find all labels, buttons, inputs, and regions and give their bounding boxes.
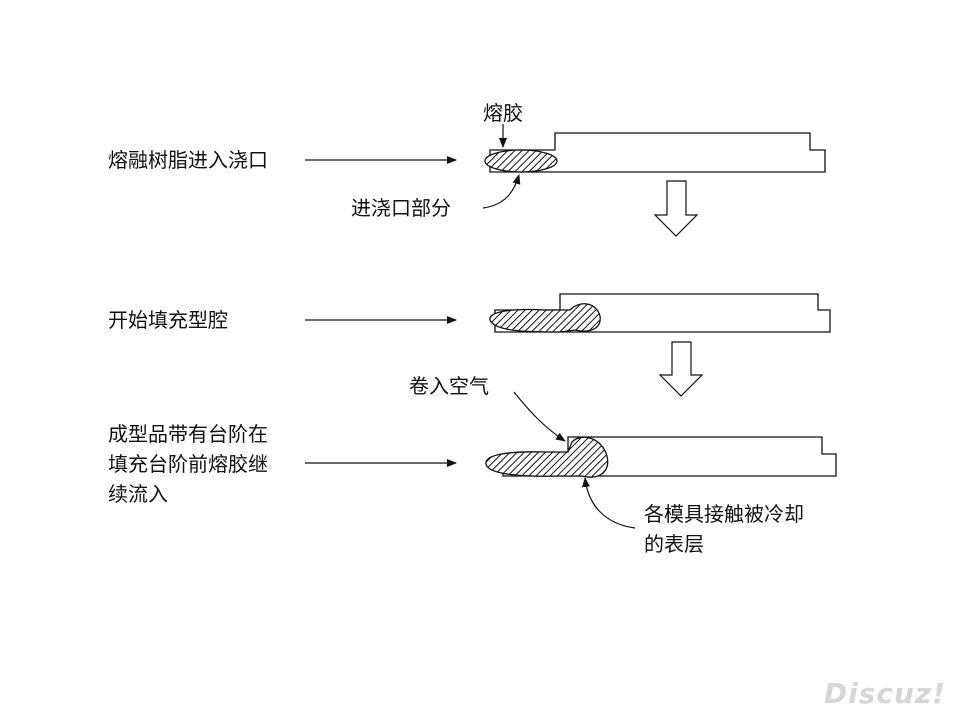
label-entrapped-air: 卷入空气	[409, 374, 489, 398]
arrow-entrapped-air	[513, 391, 566, 442]
arrow-gate-section	[482, 174, 521, 209]
down-arrow-1	[653, 180, 699, 237]
label-cooled-layer-line-2: 的表层	[644, 532, 704, 556]
label-melt: 熔胶	[483, 101, 523, 125]
stage-3	[305, 391, 837, 529]
stage-1	[305, 124, 826, 209]
label-step-line-3: 续流入	[108, 482, 168, 506]
arrow-cooled-layer	[582, 477, 636, 529]
mold-cavity-outline-2	[494, 293, 831, 333]
label-step-line-2: 填充台阶前熔胶继	[108, 452, 268, 476]
stage-2	[305, 293, 831, 333]
label-molten-resin-enters-gate: 熔融树脂进入浇口	[108, 148, 268, 172]
watermark: Discuz!	[823, 677, 946, 710]
melt-blob-1	[484, 149, 558, 173]
label-gate-section: 进浇口部分	[351, 196, 451, 220]
label-cooled-layer-line-1: 各模具接触被冷却	[644, 502, 804, 526]
mold-cavity-outline-1	[489, 132, 826, 173]
mold-cavity-outline-3	[502, 436, 837, 477]
melt-blob-2	[489, 303, 601, 333]
melt-blob-3	[485, 436, 609, 478]
label-start-filling-cavity: 开始填充型腔	[108, 308, 228, 332]
label-step-line-1: 成型品带有台阶在	[108, 422, 268, 446]
down-arrow-2	[658, 341, 704, 397]
